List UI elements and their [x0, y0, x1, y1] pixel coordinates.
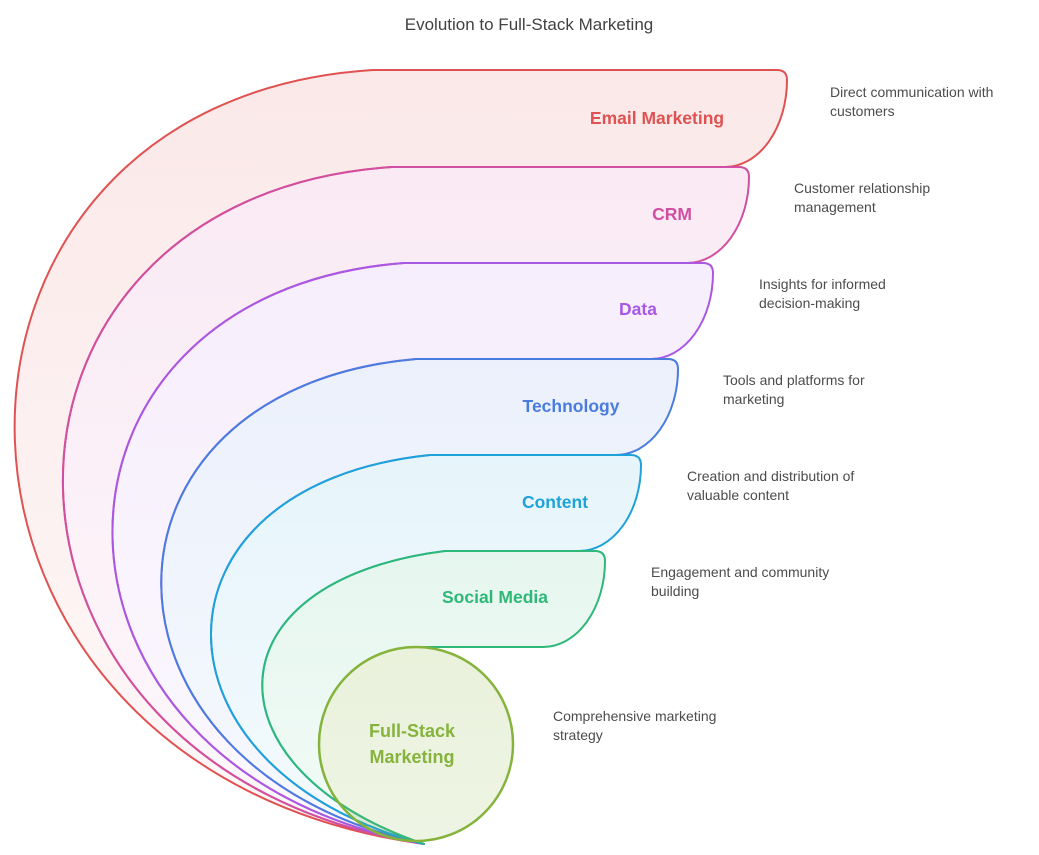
layer-email-marketing-description-line: Direct communication with	[830, 84, 993, 100]
layer-full-stack-marketing-description-line: strategy	[553, 727, 603, 743]
layer-data-label: Data	[619, 299, 657, 319]
layer-data-description-line: Insights for informed	[759, 276, 886, 292]
layer-full-stack-marketing-description-line: Comprehensive marketing	[553, 708, 716, 724]
layer-full-stack-marketing-label: Marketing	[369, 747, 454, 767]
layer-content-description-line: valuable content	[687, 487, 789, 503]
layer-full-stack-marketing-label: Full-Stack	[369, 721, 456, 741]
layer-content-description-line: Creation and distribution of	[687, 468, 854, 484]
layer-data-description-line: decision-making	[759, 295, 860, 311]
layer-crm-description-line: management	[794, 199, 876, 215]
layer-email-marketing-label: Email Marketing	[590, 108, 724, 128]
diagram-title: Evolution to Full-Stack Marketing	[405, 15, 654, 34]
layer-crm-description-line: Customer relationship	[794, 180, 930, 196]
layer-social-media-description-line: Engagement and community	[651, 564, 829, 580]
layer-social-media-description-line: building	[651, 583, 699, 599]
layer-technology-description-line: marketing	[723, 391, 784, 407]
layer-technology-description-line: Tools and platforms for	[723, 372, 865, 388]
layer-email-marketing-description-line: customers	[830, 103, 895, 119]
layer-content-label: Content	[522, 492, 588, 512]
layer-crm-label: CRM	[652, 204, 692, 224]
layer-technology-label: Technology	[523, 396, 620, 416]
layer-full-stack-marketing-shape	[317, 645, 515, 843]
layer-social-media-label: Social Media	[442, 587, 548, 607]
